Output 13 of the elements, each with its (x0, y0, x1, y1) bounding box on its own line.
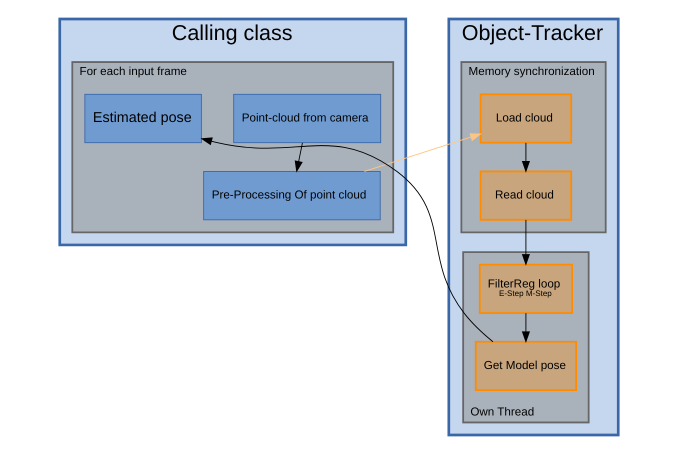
arrow (294, 142, 303, 173)
arrow (364, 133, 482, 172)
node-box: Pre-Processing Of point cloud (203, 170, 381, 220)
node-box: Read cloud (480, 170, 572, 221)
node-box: FilterReg loop E-Step M-Step (478, 264, 573, 314)
node-box: Get Model pose (474, 340, 577, 392)
arrow (522, 219, 530, 266)
node-box: Load cloud (480, 93, 572, 144)
node-box: Point-cloud from camera (233, 94, 382, 144)
arrow (200, 137, 494, 342)
arrow (522, 142, 530, 173)
node-box: Estimated pose (84, 94, 202, 144)
arrow (522, 312, 530, 343)
